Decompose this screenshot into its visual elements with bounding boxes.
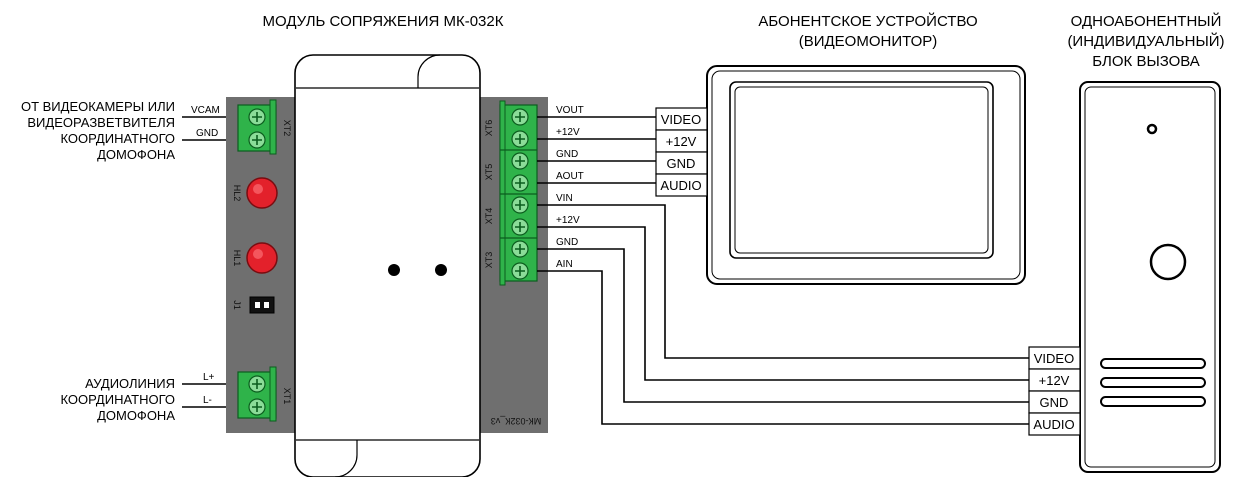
jumper-j1	[249, 296, 275, 314]
module-title: МОДУЛЬ СОПРЯЖЕНИЯ МК-032К	[263, 13, 504, 30]
video-source-label-line1: ОТ ВИДЕОКАМЕРЫ ИЛИ	[21, 99, 175, 114]
j1-label: J1	[232, 300, 242, 310]
terminal-xt2	[237, 99, 277, 155]
vcam-label: VCAM	[191, 105, 220, 116]
video-source-label-line2: ВИДЕОРАЗВЕТВИТЕЛЯ	[27, 115, 175, 130]
terminal-block-right	[499, 100, 538, 286]
panel-title-line2: (ИНДИВИДУАЛЬНЫЙ)	[1067, 32, 1224, 50]
mounting-hole-left	[388, 264, 400, 276]
module-enclosure	[294, 54, 481, 477]
ain-label: AIN	[556, 259, 573, 270]
panel-camera-lens	[1149, 243, 1187, 281]
right-wires	[537, 116, 1030, 425]
vin-wire	[537, 204, 1030, 359]
p12-panel-wire	[537, 226, 1030, 381]
vin-label: VIN	[556, 193, 573, 204]
gnd-monitor-label: GND	[556, 149, 578, 160]
hl1-label: HL1	[232, 250, 242, 267]
panel-body	[1079, 81, 1221, 473]
video-source-label-line3: КООРДИНАТНОГО	[60, 131, 175, 146]
led-hl1	[246, 242, 278, 274]
led-hl2	[246, 177, 278, 209]
panel-indicator	[1146, 123, 1158, 135]
audio-line-label-line2: КООРДИНАТНОГО	[60, 392, 175, 407]
panel-terminal-gnd: GND	[1040, 395, 1069, 410]
board-version-label: МК-032К_v3	[491, 416, 542, 426]
monitor-title-line2: (ВИДЕОМОНИТОР)	[799, 33, 938, 50]
monitor-terminal-audio: AUDIO	[660, 178, 701, 193]
p12-panel-label: +12V	[556, 215, 580, 226]
audio-line-label-line1: АУДИОЛИНИЯ	[85, 376, 175, 391]
monitor-terminal-block	[655, 107, 708, 197]
interface-module: XT2 HL2 HL1 J1 XT1	[226, 54, 548, 477]
xt2-label: XT2	[282, 120, 292, 137]
xt6-label: XT6	[484, 120, 494, 137]
panel-terminal-12v: +12V	[1039, 373, 1070, 388]
call-panel	[1079, 81, 1221, 473]
panel-terminal-block	[1028, 346, 1081, 436]
xt1-label: XT1	[282, 388, 292, 405]
gnd-panel-wire	[537, 248, 1030, 403]
xt5-label: XT5	[484, 164, 494, 181]
monitor-title-line1: АБОНЕНТСКОЕ УСТРОЙСТВО	[758, 12, 977, 30]
monitor-terminal-video: VIDEO	[661, 112, 701, 127]
lplus-label: L+	[203, 372, 215, 383]
hl2-label: HL2	[232, 185, 242, 202]
xt3-label: XT3	[484, 252, 494, 269]
panel-terminal-audio: AUDIO	[1033, 417, 1074, 432]
panel-title-line1: ОДНОАБОНЕНТНЫЙ	[1071, 12, 1222, 30]
panel-speaker-grille	[1100, 358, 1206, 407]
terminal-xt1	[237, 366, 277, 422]
monitor-terminal-12v: +12V	[666, 134, 697, 149]
gnd-left-label: GND	[196, 128, 218, 139]
p12-monitor-label: +12V	[556, 127, 580, 138]
vout-label: VOUT	[556, 105, 584, 116]
panel-terminal-video: VIDEO	[1034, 351, 1074, 366]
gnd-panel-label: GND	[556, 237, 578, 248]
monitor-terminal-gnd: GND	[667, 156, 696, 171]
video-monitor	[706, 65, 1026, 285]
aout-label: AOUT	[556, 171, 584, 182]
video-source-label-line4: ДОМОФОНА	[97, 147, 175, 162]
ain-wire	[537, 270, 1030, 425]
lminus-label: L-	[203, 395, 212, 406]
monitor-screen	[729, 81, 994, 259]
panel-title-line3: БЛОК ВЫЗОВА	[1092, 53, 1200, 70]
mounting-hole-right	[435, 264, 447, 276]
audio-line-label-line3: ДОМОФОНА	[97, 408, 175, 423]
xt4-label: XT4	[484, 208, 494, 225]
